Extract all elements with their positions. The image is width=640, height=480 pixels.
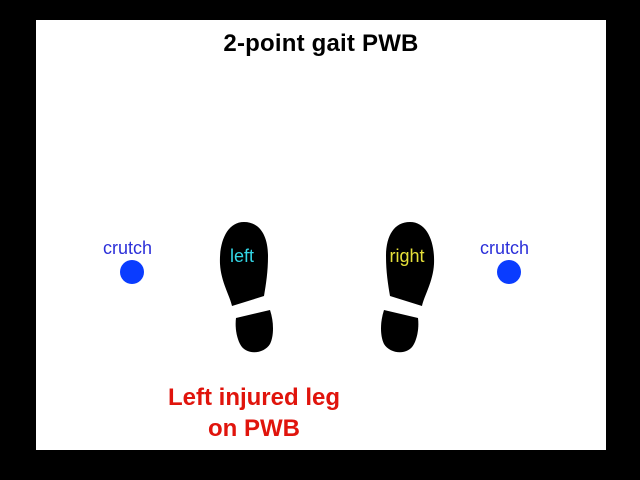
caption-line-1: Left injured leg	[167, 384, 340, 411]
caption-line-2: on PWB	[208, 415, 300, 442]
right-footprint-icon: right	[381, 222, 435, 353]
right-crutch-label: crutch	[480, 238, 530, 258]
left-crutch-label: crutch	[103, 238, 153, 258]
diagram-title: 2-point gait PWB	[223, 30, 419, 57]
left-footprint-icon: left	[219, 222, 273, 353]
caption: Left injured leg on PWB	[140, 382, 368, 444]
left-foot-label: left	[230, 246, 254, 266]
right-foot-label: right	[389, 246, 424, 266]
right-crutch-marker	[497, 260, 521, 284]
left-crutch-marker	[120, 260, 144, 284]
diagram-canvas: 2-point gait PWB crutch crutch left righ…	[36, 20, 606, 450]
